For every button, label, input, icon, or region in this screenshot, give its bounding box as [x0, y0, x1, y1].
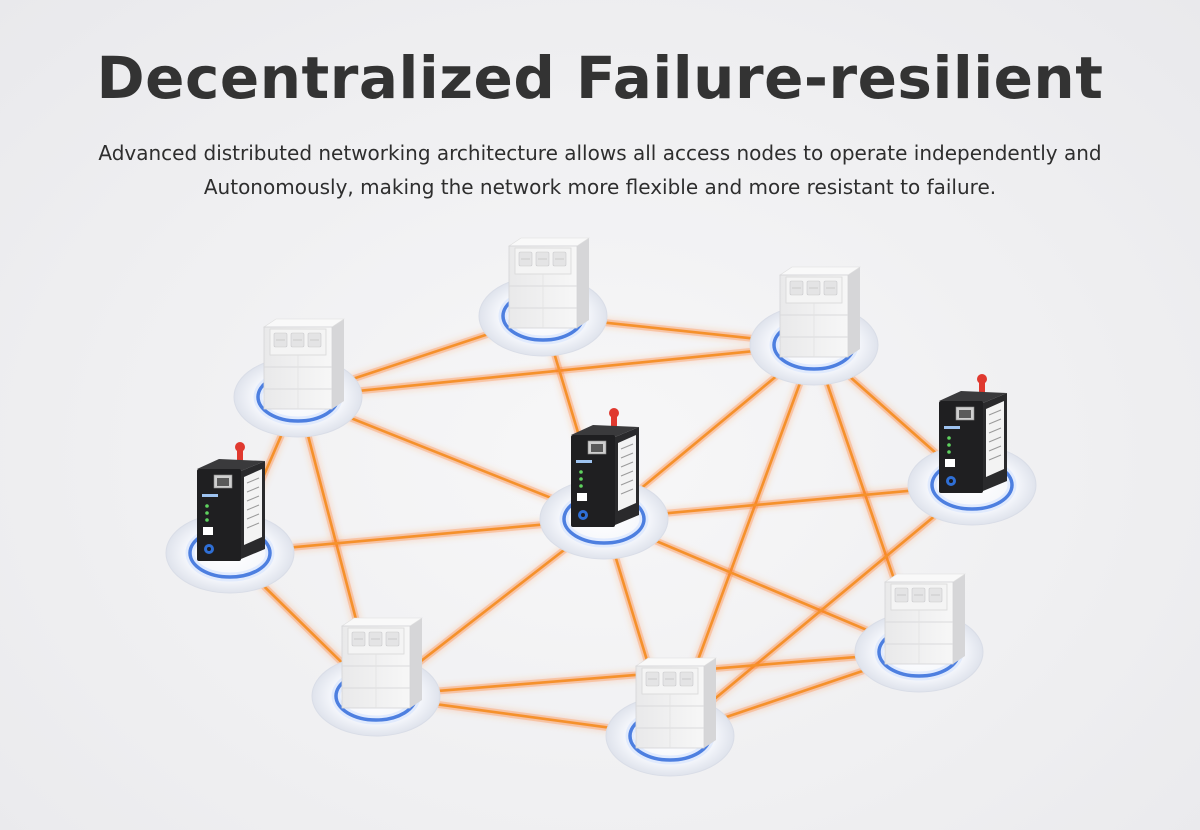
- gateway-device-icon: [165, 442, 295, 594]
- gateway-device-icon: [907, 374, 1037, 526]
- page-subtitle: Advanced distributed networking architec…: [60, 136, 1140, 204]
- subtitle-line-1: Advanced distributed networking architec…: [98, 141, 1102, 165]
- white-module-device-icon: [605, 657, 735, 777]
- network-link: [666, 481, 976, 740]
- gateway-device-icon: [539, 408, 669, 560]
- white-module-device-icon: [311, 617, 441, 737]
- white-module-device-icon: [478, 237, 608, 357]
- subtitle-line-2: Autonomously, making the network more fl…: [203, 175, 997, 199]
- white-module-device-icon: [233, 318, 363, 438]
- page-title: Decentralized Failure-resilient: [96, 44, 1104, 112]
- nodes-layer: [165, 237, 1037, 777]
- white-module-device-icon: [854, 573, 984, 693]
- white-module-device-icon: [749, 266, 879, 386]
